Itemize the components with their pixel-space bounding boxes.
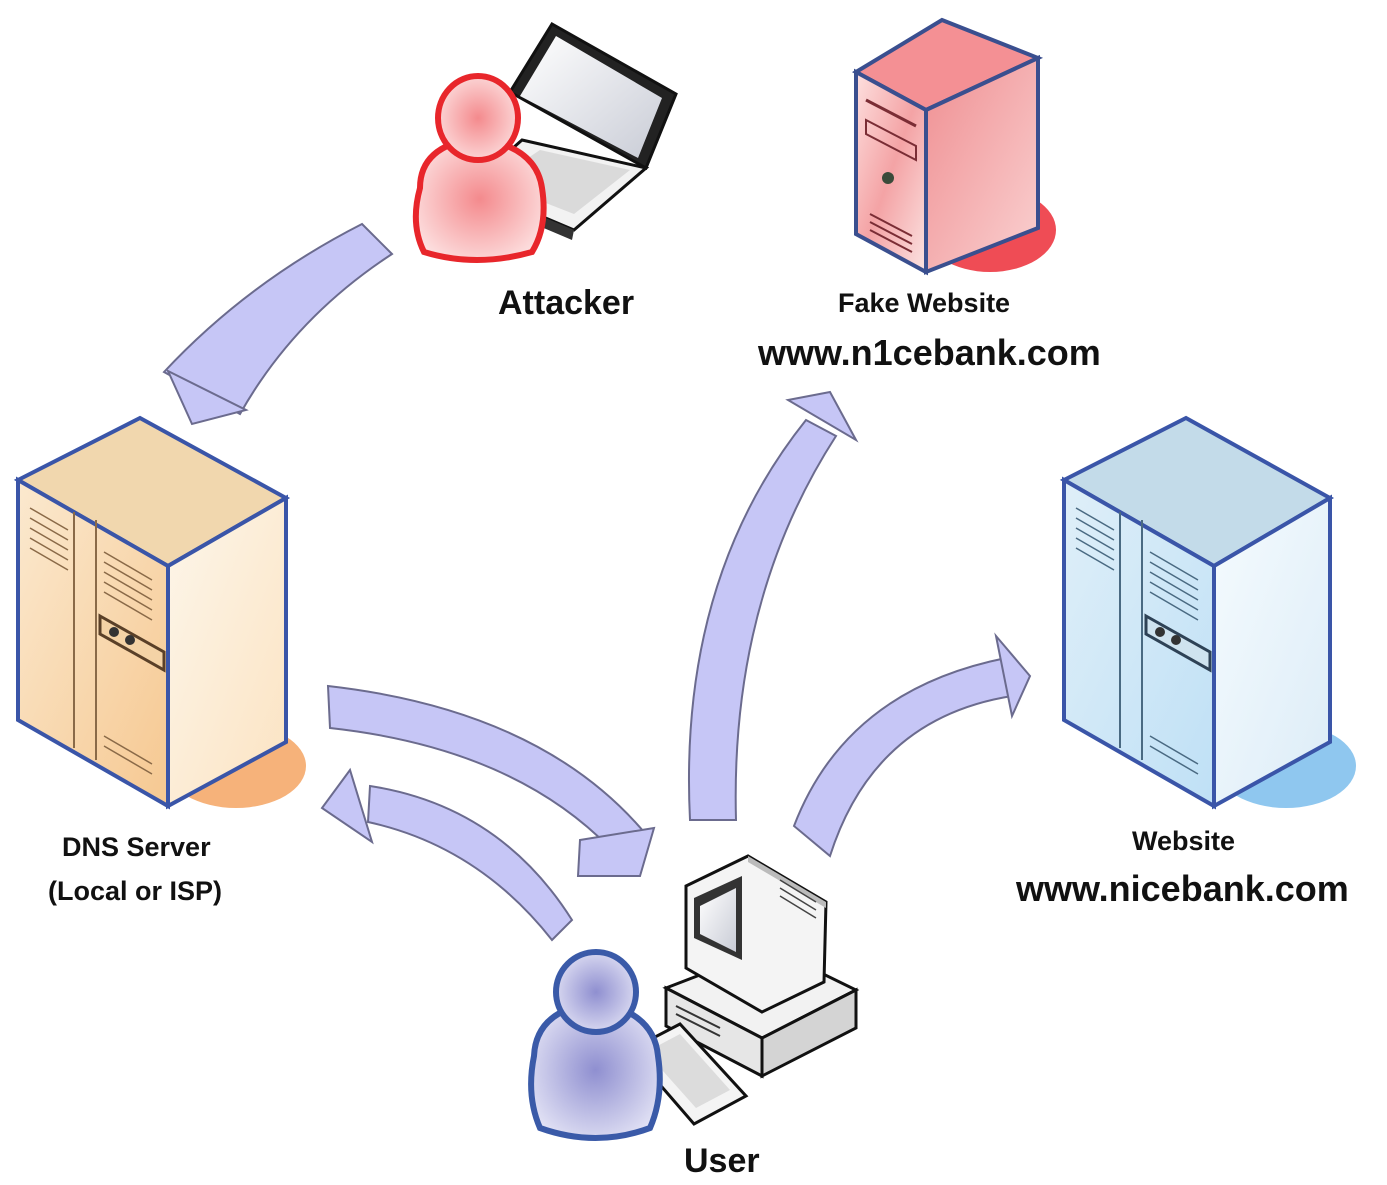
fake-website-server-icon bbox=[851, 17, 1056, 276]
website-label: Website bbox=[1132, 826, 1236, 856]
fake-website-url: www.n1cebank.com bbox=[758, 332, 1101, 373]
website-url: www.nicebank.com bbox=[1016, 868, 1349, 909]
user-icon bbox=[528, 949, 663, 1141]
attacker-icon bbox=[412, 21, 678, 263]
website-server-icon bbox=[1059, 415, 1356, 810]
arrow-dns-to-user bbox=[326, 684, 656, 877]
user-computer-icon bbox=[627, 854, 860, 1126]
fake-website-label: Fake Website bbox=[838, 288, 1011, 318]
arrow-user-to-dns bbox=[320, 767, 574, 942]
dns-server-icon bbox=[13, 415, 306, 810]
arrow-user-to-website bbox=[792, 632, 1032, 858]
user-label: User bbox=[684, 1142, 760, 1180]
dns-server-label: DNS Server bbox=[62, 832, 211, 862]
arrow-user-to-fake-website bbox=[687, 390, 859, 821]
attacker-label: Attacker bbox=[498, 284, 635, 322]
dns-server-sublabel: (Local or ISP) bbox=[48, 876, 223, 906]
arrow-attacker-to-dns bbox=[162, 222, 394, 426]
